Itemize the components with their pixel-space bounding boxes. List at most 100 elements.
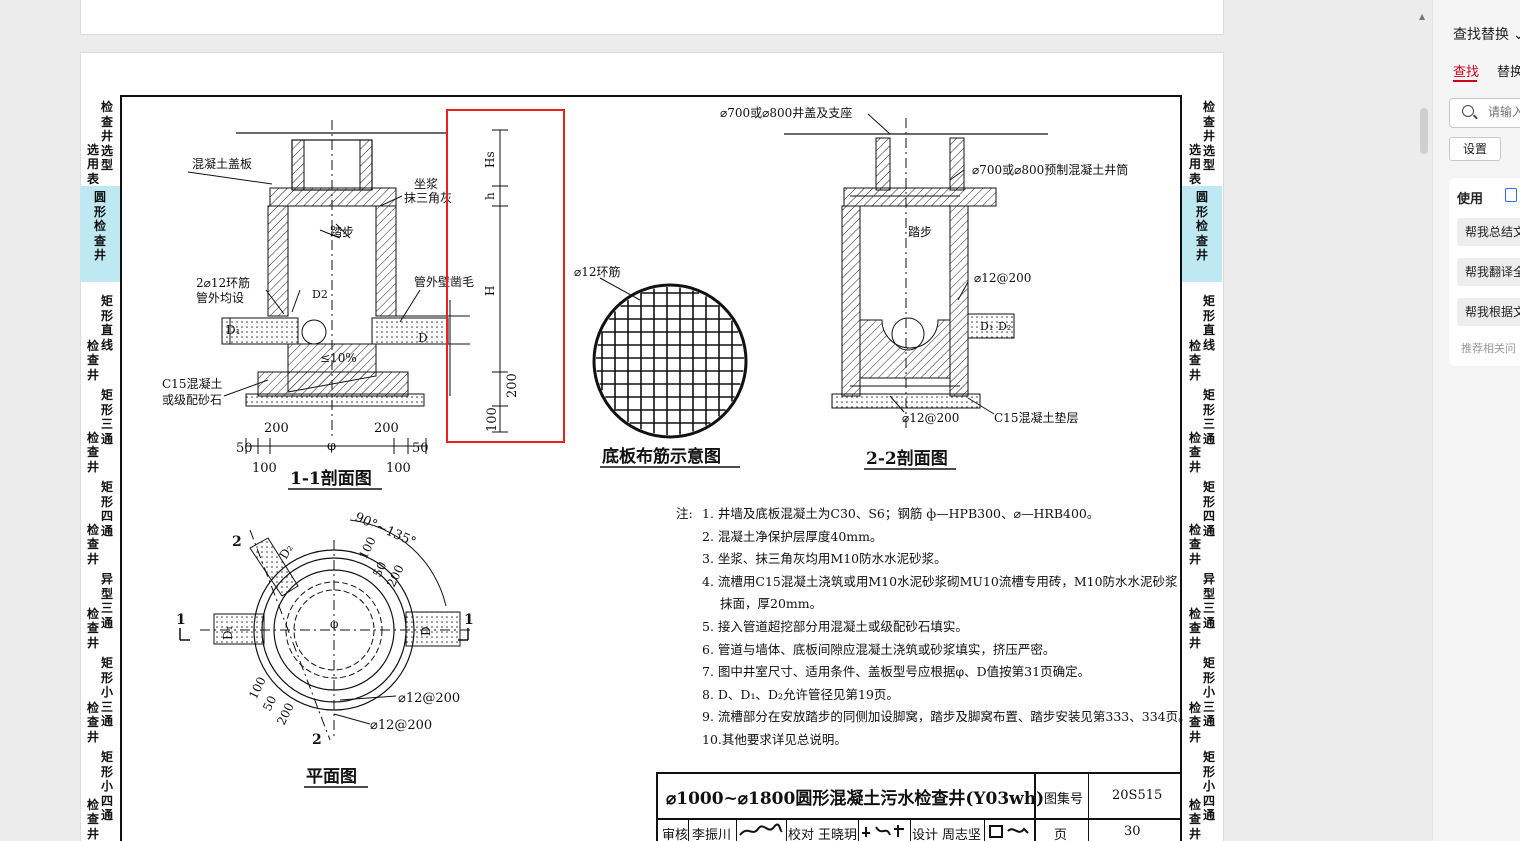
note-5: 5. 接入管道超挖部分用混凝土或级配砂石填实。 xyxy=(702,618,968,634)
side-tab[interactable]: 选用表检查井选型 xyxy=(80,96,120,186)
scroll-up-icon[interactable]: ▲ xyxy=(1419,12,1426,21)
find-replace-panel: 查找替换 ⌄ 查找 替换 设置 使用 AI 帮我总结文 帮我翻译全 帮我根据文 … xyxy=(1432,0,1520,841)
label-cushion: C15混凝土垫层 xyxy=(994,410,1078,425)
side-tab-label: 检查井 xyxy=(1188,430,1201,474)
note-7: 7. 图中井室尺寸、适用条件、盖板型号应根据φ、D值按第31页确定。 xyxy=(702,664,1091,680)
panel-title[interactable]: 查找替换 ⌄ xyxy=(1453,24,1520,44)
side-tab-label: 检查井 xyxy=(1188,338,1201,382)
side-tab[interactable]: 检查井矩形直线 xyxy=(1182,290,1222,382)
document-viewer[interactable]: 选用表检查井选型圆形检查井检查井矩形直线检查井矩形三通检查井矩形四通检查井异型三… xyxy=(0,0,1432,841)
section-2-2: ⌀700或⌀800井盖及支座 ⌀700或⌀800预制混凝土井筒 踏步 ⌀12@2… xyxy=(720,105,1128,470)
page-label: 页 xyxy=(1054,828,1068,841)
checker-signature xyxy=(860,823,908,841)
plan-title: 平面图 xyxy=(306,767,357,787)
label-d2-2: D₂ xyxy=(998,320,1011,333)
ai-generate-button[interactable]: 帮我根据文 xyxy=(1457,298,1520,326)
search-input[interactable] xyxy=(1486,104,1520,120)
dim-v200: 200 xyxy=(505,373,520,398)
side-tab[interactable]: 检查井矩形直线 xyxy=(80,290,120,382)
side-tab-label: 矩形小三通 xyxy=(1203,656,1216,728)
side-tab-label: 圆形检查井 xyxy=(1195,190,1208,262)
label-precast: ⌀700或⌀800预制混凝土井筒 xyxy=(972,162,1128,177)
note-1: 1. 井墙及底板混凝土为C30、S6；钢筋 ф—HPB300、⌀—HRB400。 xyxy=(702,506,1100,521)
side-tab[interactable]: 圆形检查井 xyxy=(80,186,120,282)
side-tab[interactable]: 选用表检查井选型 xyxy=(1182,96,1222,186)
label-ring2: 管外均设 xyxy=(196,290,244,305)
plan-cut-2-top: 2 xyxy=(232,534,242,550)
dim-h: H xyxy=(483,286,497,296)
bottom-slab-title: 底板布筋示意图 xyxy=(602,446,721,467)
ai-summarize-button[interactable]: 帮我总结文 xyxy=(1457,218,1520,246)
search-box[interactable] xyxy=(1449,98,1520,128)
side-tab[interactable]: 检查井异型三通 xyxy=(80,568,120,650)
side-tab[interactable]: 检查井矩形四通 xyxy=(80,476,120,566)
vertical-scrollbar[interactable] xyxy=(1416,0,1432,841)
ai-icon xyxy=(1505,188,1517,202)
label-rebar-1: ⌀12@200 xyxy=(974,271,1031,285)
note-6: 6. 管道与墙体、底板间隙应混凝土浇筑或砂浆填实，挤压严密。 xyxy=(702,641,1056,657)
dim-hs: Hs xyxy=(483,151,497,168)
side-tab-label: 矩形三通 xyxy=(1203,388,1216,446)
side-tab[interactable]: 检查井矩形三通 xyxy=(80,384,120,474)
bottom-slab-diagram: ⌀12环筋 底板布筋示意图 xyxy=(574,264,748,468)
drawing-canvas: 混凝土盖板 坐浆 抹三角灰 踏步 2⌀12环筋 管外均设 管外壁凿毛 ≤10% … xyxy=(162,105,1128,788)
side-tab-label: 矩形四通 xyxy=(101,480,114,538)
side-tab-label: 检查井 xyxy=(1188,797,1201,841)
search-icon xyxy=(1462,105,1474,117)
settings-button[interactable]: 设置 xyxy=(1449,137,1501,161)
tab-replace[interactable]: 替换 xyxy=(1497,64,1520,79)
label-rebar-2: ⌀12@200 xyxy=(902,411,959,425)
label-pipe-wall: 管外壁凿毛 xyxy=(414,274,474,289)
note-4-cont: 抹面，厚20mm。 xyxy=(720,596,823,612)
plan-phi: φ xyxy=(330,617,338,631)
plan-view: 90°~135° D₂ D₁ D φ 100 50 200 100 50 200… xyxy=(176,510,474,788)
side-tab[interactable]: 检查井异型三通 xyxy=(1182,568,1222,650)
section-1-1-title: 1-1剖面图 xyxy=(290,468,372,489)
page-no: 30 xyxy=(1124,824,1141,839)
label-d1-2: D₁ xyxy=(980,320,993,333)
checker-name: 王晓玥 xyxy=(818,828,858,841)
label-step: 踏步 xyxy=(330,225,354,239)
side-tab-label: 矩形小四通 xyxy=(101,750,114,822)
label-mortar: 坐浆 xyxy=(414,176,438,191)
side-tab-label: 矩形直线 xyxy=(1203,294,1216,352)
label-triangle: 抹三角灰 xyxy=(404,191,452,205)
designer-signature xyxy=(988,823,1030,841)
label-base1: C15混凝土 xyxy=(162,376,222,391)
plan-rebar-2: ⌀12@200 xyxy=(370,718,432,733)
side-tab-label: 检查井 xyxy=(1188,522,1201,566)
plan-d: D xyxy=(419,626,433,636)
side-tab-label: 检查井 xyxy=(86,522,99,566)
note-10: 10.其他要求详见总说明。 xyxy=(702,731,847,747)
side-tab[interactable]: 检查井矩形小三通 xyxy=(1182,652,1222,744)
side-tab[interactable]: 检查井矩形小三通 xyxy=(80,652,120,744)
tab-find[interactable]: 查找 xyxy=(1453,64,1480,79)
side-tab-label: 检查井 xyxy=(1188,606,1201,650)
notes-head: 注: xyxy=(676,506,693,521)
side-tab-label: 检查井 xyxy=(86,700,99,744)
design-label: 设计 xyxy=(912,828,939,841)
side-tab[interactable]: 检查井矩形小四通 xyxy=(1182,746,1222,841)
side-tab[interactable]: 检查井矩形四通 xyxy=(1182,476,1222,566)
atlas-label: 图集号 xyxy=(1044,792,1084,807)
ai-use-label: 使用 xyxy=(1457,191,1484,206)
note-9: 9. 流槽部分在安放踏步的同侧加设脚窝，踏步及脚窝布置、踏步安装见第333、33… xyxy=(702,709,1191,725)
side-tab[interactable]: 检查井矩形小四通 xyxy=(80,746,120,841)
dim-100b: 100 xyxy=(386,461,411,476)
note-4: 4. 流槽用C15混凝土浇筑或用M10水泥砂浆砌MU10流槽专用砖，M10防水水… xyxy=(702,573,1178,589)
side-tab[interactable]: 圆形检查井 xyxy=(1182,186,1222,282)
plan-100: 100 xyxy=(356,535,379,562)
section-1-1: 混凝土盖板 坐浆 抹三角灰 踏步 2⌀12环筋 管外均设 管外壁凿毛 ≤10% … xyxy=(162,120,520,490)
chevron-down-icon[interactable]: ⌄ xyxy=(1513,26,1520,42)
highlight-box xyxy=(446,109,565,443)
dim-200a: 200 xyxy=(264,421,289,436)
side-tab[interactable]: 检查井矩形三通 xyxy=(1182,384,1222,474)
label-d: D xyxy=(418,331,428,345)
dim-50a: 50 xyxy=(236,441,253,456)
scrollbar-thumb[interactable] xyxy=(1420,108,1428,154)
ai-translate-button[interactable]: 帮我翻译全 xyxy=(1457,258,1520,286)
side-tab-label: 矩形直线 xyxy=(101,294,114,352)
dim-200b: 200 xyxy=(374,421,399,436)
plan-d1: D₁ xyxy=(221,626,235,640)
designer-name: 周志坚 xyxy=(942,828,982,841)
